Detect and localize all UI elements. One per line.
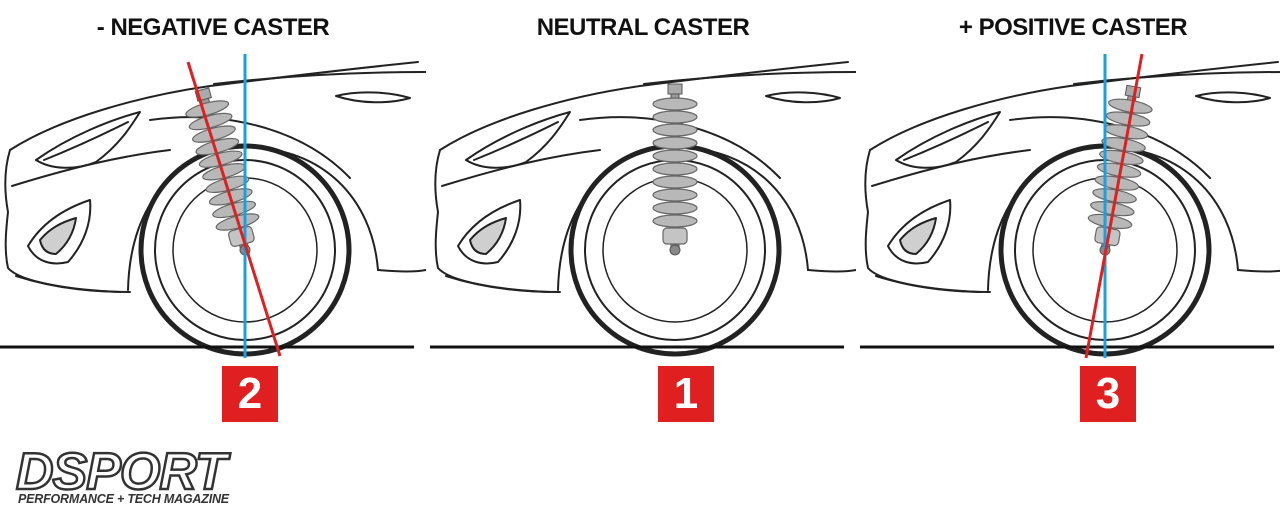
vent-grille	[899, 217, 937, 255]
badge-number: 1	[658, 366, 714, 422]
spring-coil	[652, 136, 698, 150]
steering-axis-line	[1084, 53, 1144, 359]
vent-grille	[469, 217, 507, 255]
side-detail	[1195, 91, 1271, 104]
car-outline	[864, 61, 1280, 293]
hood-line	[9, 61, 419, 151]
spring-coil	[652, 110, 698, 124]
hood-line	[869, 61, 1279, 151]
lower-lip	[445, 275, 561, 293]
panel-title: - NEGATIVE CASTER	[96, 14, 330, 41]
fender-crease	[441, 149, 601, 187]
panel-negative-caster: - NEGATIVE CASTER 2	[0, 0, 426, 523]
spring-coil	[198, 150, 243, 168]
lower-lip	[15, 275, 131, 293]
spring-coil	[188, 112, 233, 131]
panel-title: NEUTRAL CASTER	[536, 14, 750, 41]
spring-coil	[652, 201, 698, 215]
front-vent	[457, 199, 522, 265]
spring-coil	[1099, 149, 1144, 166]
lower-mount	[669, 244, 681, 256]
sill-line	[377, 269, 426, 273]
arch-crease	[149, 116, 351, 179]
headlight	[895, 111, 1001, 169]
car-front-illustration	[860, 53, 1280, 359]
vent-grille	[39, 217, 77, 255]
headlight	[465, 111, 571, 169]
fender-crease	[871, 149, 1031, 187]
steering-axis-line	[186, 61, 282, 357]
spring-coil	[652, 149, 698, 163]
headlight-detail	[43, 121, 129, 161]
sill-line	[1237, 269, 1280, 273]
spring-coil	[652, 162, 698, 176]
fender-crease	[11, 149, 171, 187]
front-vent	[887, 199, 952, 265]
spring-coil	[195, 137, 240, 156]
side-detail	[765, 91, 841, 104]
front-vent	[27, 199, 92, 265]
car-front-illustration	[430, 61, 856, 357]
spring-coil	[652, 188, 698, 202]
shock-body	[662, 227, 688, 245]
logo-wordmark: DSPORT	[15, 443, 228, 501]
lower-lip	[875, 275, 991, 293]
headlight-detail	[903, 121, 989, 161]
spring-coil	[1108, 98, 1153, 114]
headlight	[35, 111, 141, 169]
spring-coil	[185, 100, 230, 118]
shock-absorber	[185, 87, 260, 256]
hood-line-inner	[643, 71, 856, 85]
spring-coil	[652, 175, 698, 189]
side-detail	[335, 91, 411, 104]
shock-top-mount	[667, 83, 683, 95]
dsport-logo: DSPORT PERFORMANCE + TECH MAGAZINE	[15, 443, 286, 508]
badge-number: 3	[1080, 366, 1136, 422]
spring-coil	[1101, 136, 1146, 153]
panel-neutral-caster: NEUTRAL CASTER 1	[430, 0, 856, 523]
car-front-illustration	[0, 54, 426, 358]
spring-coil	[652, 97, 698, 111]
badge-number: 2	[222, 366, 278, 422]
headlight-detail	[473, 121, 559, 161]
panel-positive-caster: + POSITIVE CASTER 3	[860, 0, 1280, 523]
shock-absorber	[652, 83, 698, 256]
spring-coil	[652, 214, 698, 228]
panel-title: + POSITIVE CASTER	[958, 14, 1188, 41]
car-outline	[434, 61, 856, 293]
spring-coil	[652, 123, 698, 137]
spring-coil	[192, 125, 236, 143]
hood-line	[439, 61, 849, 151]
logo-tagline: PERFORMANCE + TECH MAGAZINE	[18, 492, 229, 506]
sill-line	[807, 269, 856, 273]
